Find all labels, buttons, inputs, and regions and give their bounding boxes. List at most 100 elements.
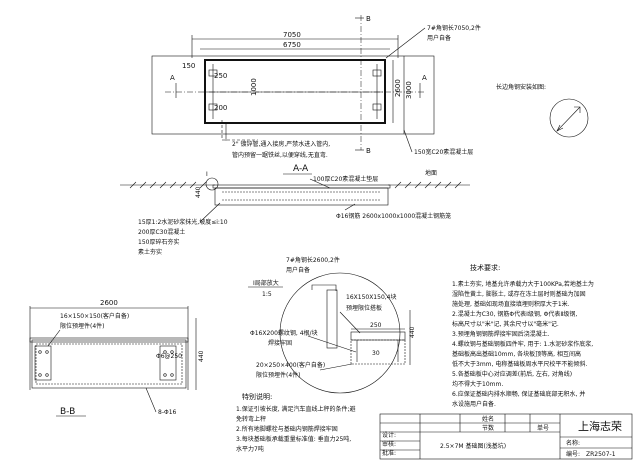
dim-1000: 1000	[250, 78, 258, 96]
section-aa-title: A-A	[293, 164, 309, 174]
tech-line: 基础板高出基础10mm, 各块板顶等高, 相互间高	[452, 350, 581, 358]
bb-bar-note: 8-Φ16	[158, 409, 177, 416]
detail-i-plate	[350, 331, 406, 341]
tb-check-label: 审核:	[382, 440, 396, 448]
detail-i-wall	[326, 289, 338, 349]
dim-150: 150	[182, 62, 195, 70]
detail-i-bolt: Φ16X200螺纹钢, 4根/块	[250, 329, 318, 337]
bb-bolt-note: Φ6@250	[156, 353, 182, 360]
detail-i-angle: 7#角钢长2600,2件	[286, 256, 340, 264]
detail-title: 长边角钢安装如图:	[496, 83, 546, 91]
bb-plate-note: 16×150×150(客户自备)	[60, 312, 129, 320]
tech-requirements: 技术要求: 1.素土夯实, 地基允许承载力大于100KPa,若地基土为 湿陷性黄…	[452, 263, 594, 408]
notes-line: 2.所有地脚螺栓与基础内钢筋焊接牢固	[236, 425, 338, 433]
detail-i-dim-250: 250	[370, 322, 382, 329]
note-concrete-layer: 150宽C20素混凝土层	[414, 148, 473, 156]
tech-line: 1.素土夯实, 地基允许承载力大于100KPa,若地基土为	[452, 280, 594, 288]
detail-i-embed: 20×250×400(客户自备)	[256, 361, 325, 369]
bb-plate-note-2: 限位预埋件(4件)	[60, 322, 105, 330]
plate-tl	[208, 69, 218, 77]
notes-line: 水平力7吨	[236, 445, 264, 453]
dim-2600: 2600	[394, 79, 402, 97]
top-slab	[212, 184, 391, 189]
angle-detail-circle	[549, 98, 589, 138]
tb-drawing-title: 2.5×7M 基础图(浅基坑)	[440, 442, 506, 450]
angle-detail: 长边角钢安装如图:	[496, 83, 589, 138]
plate-br	[372, 103, 382, 111]
pit-body	[214, 187, 389, 206]
ground-hatch	[129, 181, 462, 189]
tech-line: 3.预埋角钢钢筋焊接牢固后浇混凝土.	[452, 330, 550, 338]
tech-line: 均不得大于10mm.	[452, 380, 503, 388]
top-layer-note: 100厚C20素混凝土垫层	[313, 175, 378, 183]
dim-250: 250	[214, 72, 227, 80]
plan-outer-slab	[151, 55, 435, 135]
tech-line: 低不大于3mm, 电称基础板周水平尺校平不能倾斜.	[452, 360, 587, 368]
note-angle-steel: 7#角钢长7050,2件	[427, 24, 481, 32]
plate-bl	[208, 103, 218, 111]
section-a-right: A	[422, 74, 427, 82]
plan-pit	[204, 59, 386, 124]
tb-part-label: 名称:	[566, 439, 580, 447]
dim-3000: 3000	[405, 81, 413, 99]
layer-1: 15厚1:2水泥砂浆抹光,坡度≤i:10	[138, 218, 228, 226]
dim-440-aa: 440	[195, 186, 202, 198]
dim-200: 200	[214, 104, 227, 112]
tech-line: 4.螺纹钢与基础钢板四件牢, 用于: 1.水泥砂浆作底浆,	[452, 340, 593, 348]
tech-title: 技术要求:	[470, 263, 500, 272]
bb-body	[31, 339, 187, 389]
tech-line: 2.混凝土为C30, 钢筋Φ代表Ⅰ级钢, Φ代表Ⅱ级钢,	[452, 310, 577, 318]
detail-i-angle-user: 用户自备	[286, 266, 310, 274]
tb-number-label: 编号:	[566, 450, 580, 458]
tech-line: 标高尺寸以"米"记, 其余尺寸以"毫米"记.	[452, 320, 559, 328]
section-b-bottom: B	[366, 147, 371, 155]
section-b-top: B	[366, 15, 371, 23]
detail-i-title: I局部放大	[253, 279, 279, 287]
tb-name-label: 姓名	[482, 415, 494, 423]
detail-i-angle-steel	[311, 284, 337, 291]
bb-dim-440: 440	[198, 350, 205, 362]
tech-line: 6.应保证基础内排水顺畅, 保证基础底部无积水, 并	[452, 390, 585, 398]
plate-tr	[372, 69, 382, 77]
mark-i: I	[206, 171, 208, 178]
special-notes: 特别说明: 1.保证引坡长度, 满足汽车直线上秤的条件;避 免转弯上秤 2.所有…	[236, 392, 356, 453]
tb-page-label: 节数	[482, 424, 494, 432]
dim-6750: 6750	[283, 41, 301, 49]
tb-company: 上海志荣	[578, 419, 622, 433]
detail-i-weld: 焊接牢固	[268, 339, 292, 347]
detail-i-plate-label: 预埋限位搭板	[346, 304, 382, 312]
detail-i-scale: 1:5	[262, 291, 272, 298]
plan-view: B B A A 7050 6750 150 250 200 1000 2600 …	[151, 15, 481, 159]
bb-block-left	[34, 345, 52, 381]
title-block: 姓名 节数 单号 设计: 审核: 批准: 上海志荣 2.5×7M 基础图(浅基坑…	[379, 413, 633, 460]
note-angle-user: 用户自备	[427, 34, 451, 42]
tech-line: 水设施用户自备.	[452, 400, 496, 408]
ground-label: 地面	[425, 169, 437, 177]
layer-3: 150厚碎石夯实	[138, 238, 179, 246]
bb-title: B-B	[60, 407, 75, 417]
notes-line: 免转弯上秤	[236, 415, 266, 423]
conduit-pipe	[221, 120, 258, 141]
notes-title: 特别说明:	[242, 392, 272, 401]
section-aa: A-A 地面 I 440 100厚C20素混凝土垫层 15厚1:2水泥砂浆抹光,…	[120, 164, 470, 256]
tb-approve-label: 批准:	[382, 449, 396, 457]
bb-block-right	[159, 345, 177, 381]
tech-line: 施处理, 基础如现场直接填埋则积厚大于1米.	[452, 300, 570, 308]
detail-i-embed-2: 限位预埋件(4件)	[256, 371, 301, 379]
tb-sheet-label: 单号	[537, 424, 549, 432]
notes-line: 1.保证引坡长度, 满足汽车直线上秤的条件;避	[236, 405, 356, 413]
note-pipe-1: 2" 镀锌管,通入接房,严禁水进入管内,	[232, 140, 330, 148]
detail-i: I局部放大 1:5 7#角钢长2600,2件 用户自备 250 预埋限位搭板 1…	[248, 256, 416, 394]
rebar-note: Φ16钢筋 2600x1000x1000混凝土钢筋笼	[336, 212, 451, 220]
notes-line: 3.每块基础板承载重量标准值: 垂直力25吨,	[236, 435, 351, 443]
section-bb: 2600 440 16×150×150(客户自备) 限位预埋件(4件) Φ6@2…	[29, 299, 205, 417]
layer-2: 200厚C30混凝土	[138, 228, 185, 236]
tech-line: 湿陷性黄土, 膨胀土, 或存在冻土层时则基础为加固	[452, 290, 586, 298]
bb-dim-2600: 2600	[100, 299, 118, 307]
layer-4: 素土夯实	[138, 248, 162, 256]
detail-i-dim-30: 30	[372, 350, 380, 357]
detail-i-circle	[279, 272, 401, 394]
tech-line: 5.各基础板中心对应调差(前后, 左右, 对角线)	[452, 370, 572, 378]
dim-7050: 7050	[283, 31, 301, 39]
